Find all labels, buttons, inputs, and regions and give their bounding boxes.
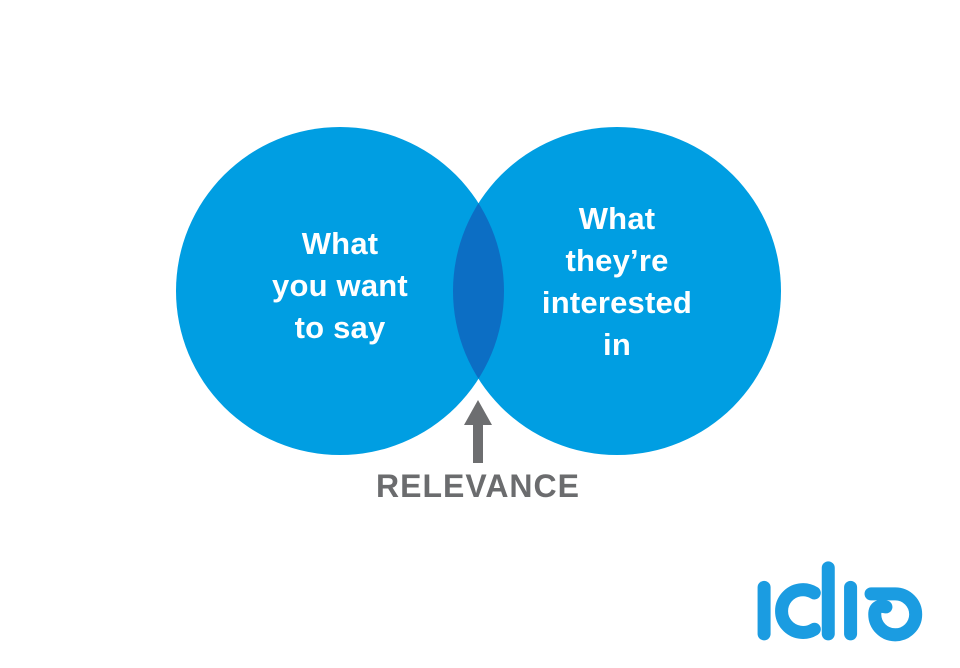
left-circle — [176, 127, 504, 455]
left-circle-label: What you want to say — [208, 223, 472, 349]
idio-logo — [757, 561, 923, 642]
logo-letter-d-bowl — [775, 583, 821, 639]
label-line: to say — [294, 310, 386, 345]
logo-letter-o — [864, 587, 923, 642]
label-line: What — [301, 226, 379, 261]
label-line: they’re — [565, 243, 669, 278]
label-line: What — [578, 201, 656, 236]
label-line: interested — [541, 285, 693, 320]
right-circle-label: What they’re interested in — [485, 198, 749, 366]
label-line: you want — [272, 268, 408, 303]
relevance-arrow-icon — [464, 400, 492, 463]
relevance-label: RELEVANCE — [376, 468, 580, 504]
right-circle — [453, 127, 781, 455]
label-line: in — [603, 327, 631, 362]
